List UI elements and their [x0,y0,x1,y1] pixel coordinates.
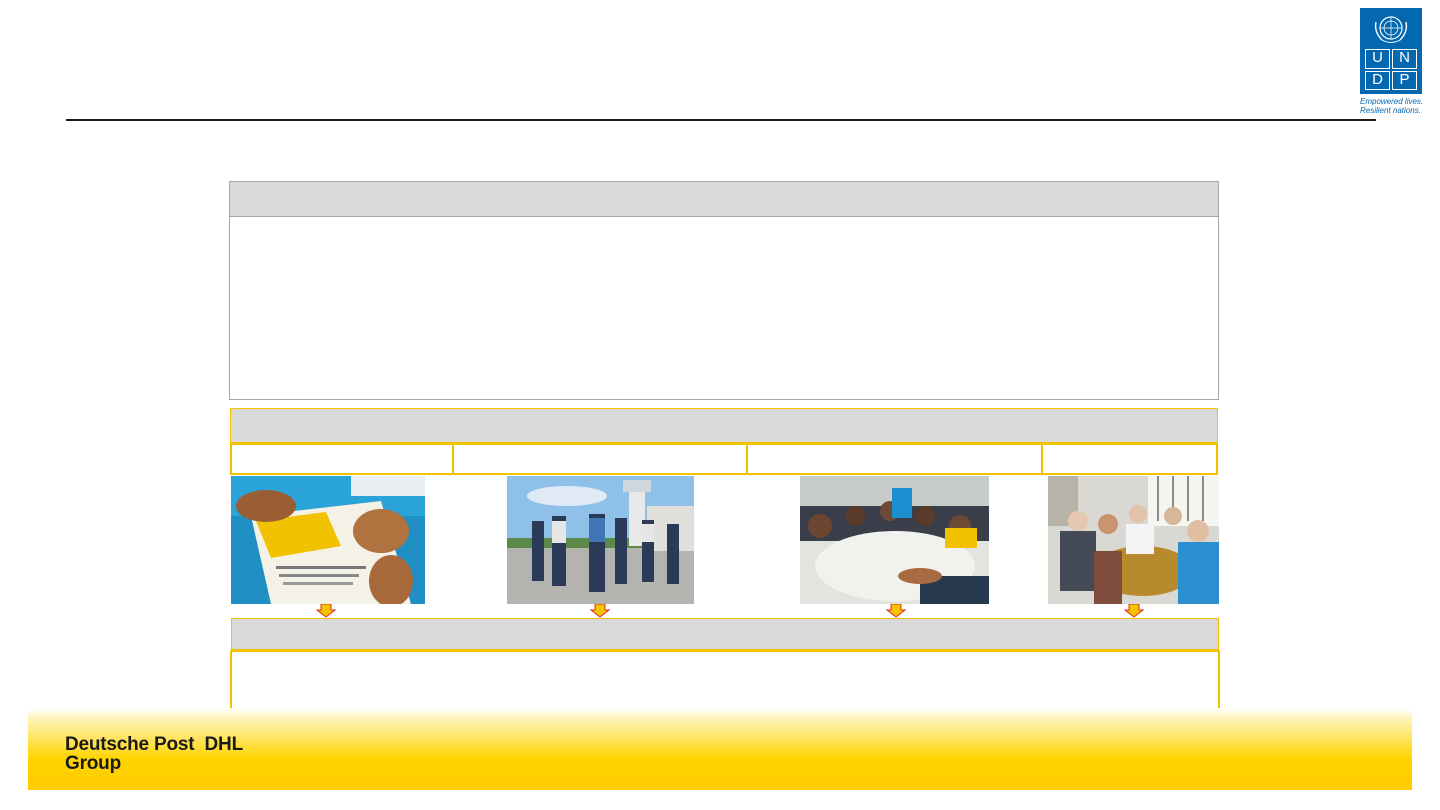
photo-document-reading [231,476,425,604]
un-emblem-icon [1374,16,1408,43]
stage-cell-4 [1041,443,1218,475]
photo-workshop-table [800,476,989,604]
tagline-line-1: Empowered lives. [1360,97,1424,106]
photo-airport-walk [507,476,694,604]
arrow-down-icon [886,604,906,618]
undp-logo-box: U N D P [1360,8,1422,94]
stage-cell-2 [452,443,748,475]
dpdhl-logo-text: Deutsche Post DHL Group [65,735,243,773]
logo-letter-d: D [1365,70,1390,90]
header-divider [66,119,1376,121]
footer-line-2: Group [65,753,121,774]
logo-letter-p: P [1392,70,1417,90]
logo-letter-n: N [1392,49,1417,69]
undp-tagline: Empowered lives. Resilient nations. [1360,97,1430,115]
results-header [231,618,1219,650]
results-body [230,650,1220,711]
stage-cell-3 [746,443,1043,475]
logo-letter-u: U [1365,49,1390,69]
top-box-body [229,216,1219,400]
footer-band: Deutsche Post DHL Group [28,708,1412,790]
undp-letter-grid: U N D P [1365,49,1417,90]
undp-logo: U N D P Empowered lives. Resilient natio… [1360,8,1430,115]
arrow-down-icon [1124,604,1144,618]
arrow-down-icon [316,604,336,618]
stage-cell-1 [230,443,454,475]
top-box-header [229,181,1219,217]
tagline-line-2: Resilient nations. [1360,106,1421,115]
stages-header [230,408,1218,443]
arrow-down-icon [590,604,610,618]
photo-meeting-group [1048,476,1219,604]
footer-line-1: Deutsche Post DHL [65,734,243,755]
